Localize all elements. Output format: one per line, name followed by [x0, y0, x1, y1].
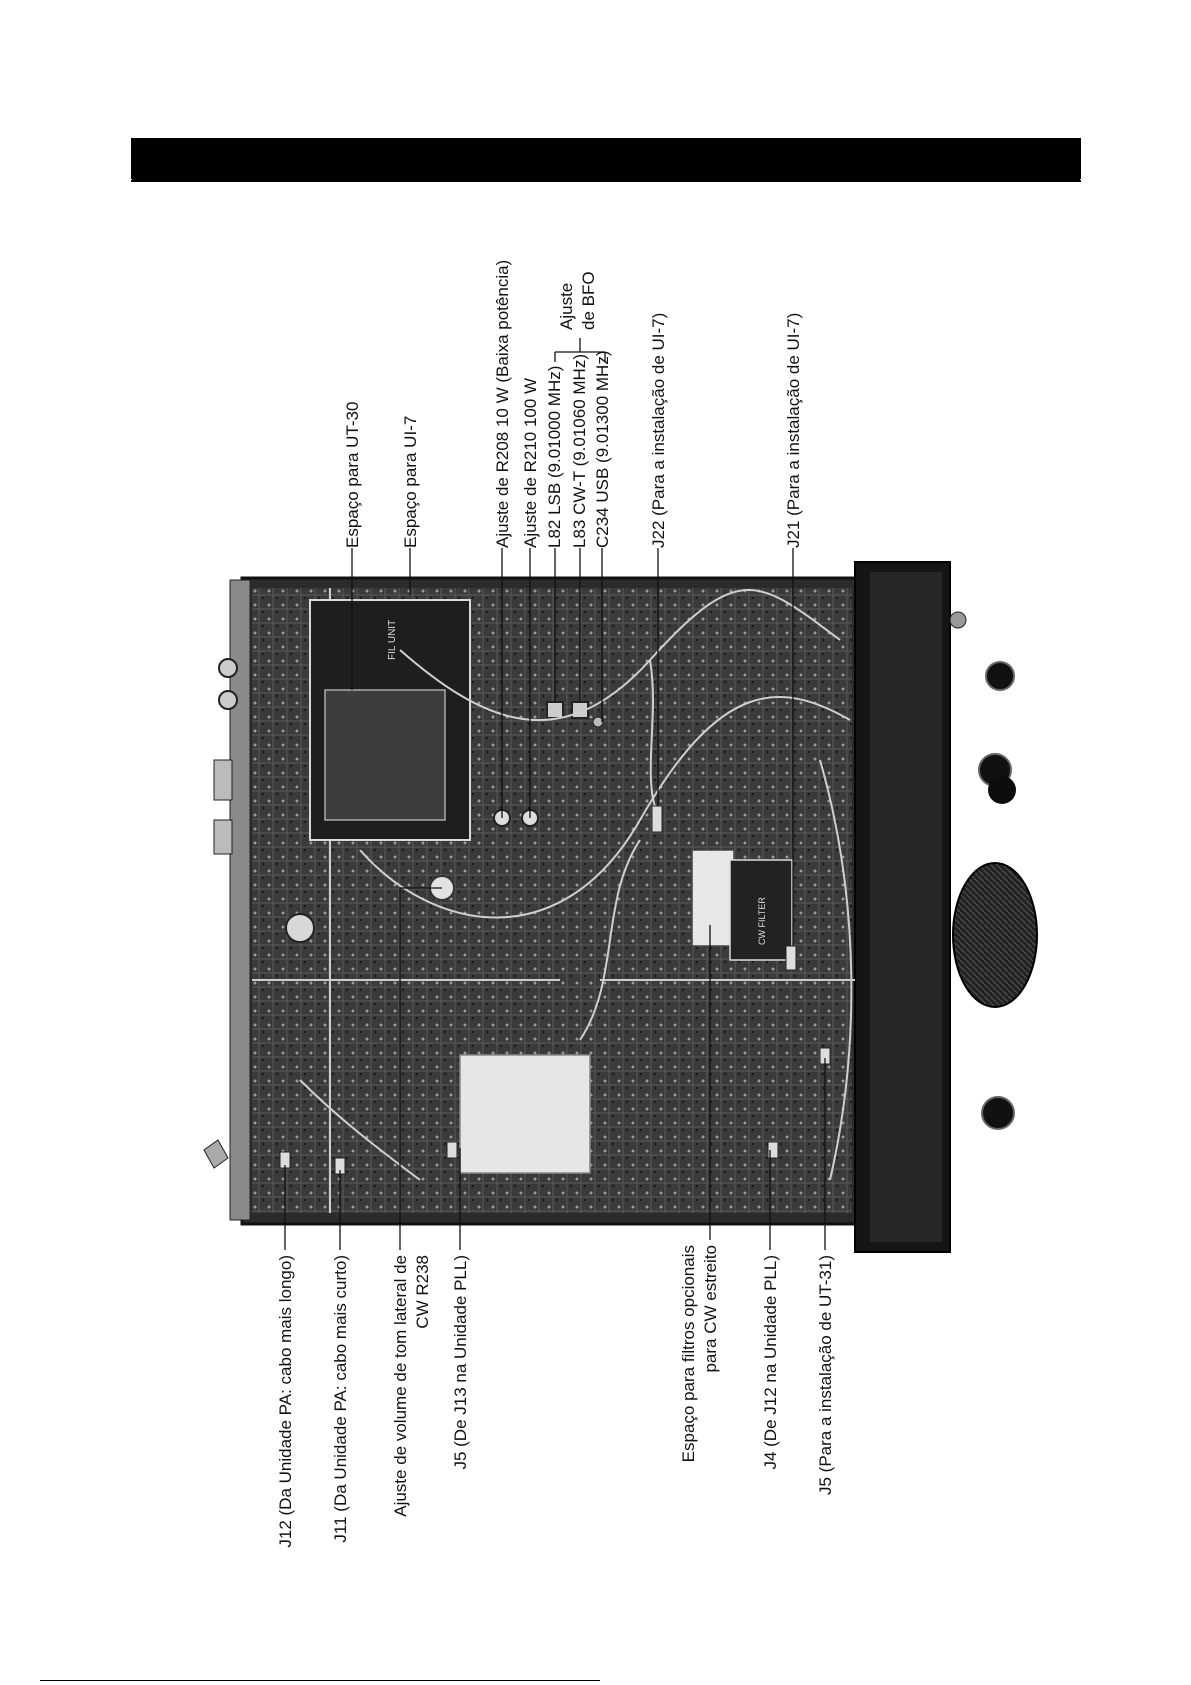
j21-connector-icon	[785, 945, 797, 971]
c234-trimmer-icon	[592, 716, 604, 728]
label-ui7-space: Espaço para UI-7	[401, 416, 420, 548]
label-cw-filter-line2: para CW estreito	[701, 1245, 720, 1373]
front-knob-top-icon	[985, 661, 1015, 691]
label-bfo-line1: Ajuste	[557, 283, 576, 330]
label-j5-ut31: J5 (Para a instalação de UT-31)	[816, 1255, 835, 1495]
top-leader-lines	[351, 338, 794, 946]
bottom-leader-lines	[284, 887, 826, 1250]
label-r238-line2: CW R238	[413, 1255, 432, 1329]
chassis-photo: FIL UNIT CW FILTER	[203, 561, 1038, 1253]
label-j4: J4 (De J12 na Unidade PLL)	[761, 1255, 780, 1470]
label-j11: J11 (Da Unidade PA: cabo mais curto)	[331, 1255, 350, 1543]
section-header-bar	[131, 138, 1081, 179]
footer-rule	[40, 1680, 600, 1681]
label-j21: J21 (Para a instalação de UI-7)	[784, 313, 803, 548]
rear-connectors	[203, 658, 238, 1169]
label-bfo-line2: de BFO	[579, 271, 598, 330]
shield-cover	[459, 1054, 591, 1174]
label-cw-filter-line1: Espaço para filtros opcionais	[679, 1245, 698, 1462]
svg-text:FIL UNIT: FIL UNIT	[387, 620, 398, 660]
front-knob-bottom-icon	[981, 1096, 1015, 1130]
fil-unit-module: FIL UNIT	[309, 599, 471, 841]
svg-text:CW FILTER: CW FILTER	[757, 897, 767, 945]
j5-pll-connector-icon	[446, 1141, 458, 1159]
label-c234: C234 USB (9.01300 MHz)	[593, 351, 612, 548]
label-j22: J22 (Para a instalação de UI-7)	[649, 313, 668, 548]
main-tuning-knob-icon	[952, 862, 1038, 1008]
label-l82: L82 LSB (9.01000 MHz)	[545, 366, 564, 548]
front-panel	[854, 561, 1038, 1253]
j4-connector-icon	[767, 1141, 779, 1159]
label-j5-pll: J5 (De J13 na Unidade PLL)	[451, 1255, 470, 1470]
label-r238-line1: Ajuste de volume de tom lateral de	[391, 1255, 410, 1517]
bottom-labels: J12 (Da Unidade PA: cabo mais longo) J11…	[276, 1245, 835, 1548]
top-labels: Espaço para UT-30 Espaço para UI-7 Ajust…	[343, 260, 803, 548]
label-ut30-space: Espaço para UT-30	[343, 402, 362, 548]
label-j12: J12 (Da Unidade PA: cabo mais longo)	[276, 1255, 295, 1548]
wiring-harness	[299, 589, 853, 1181]
header-underline	[131, 180, 1081, 182]
label-r208: Ajuste de R208 10 W (Baixa potência)	[493, 260, 512, 548]
l82-coil-icon	[546, 701, 564, 719]
cw-filter-area: CW FILTER	[691, 849, 793, 961]
label-l83: L83 CW-T (9.01060 MHz)	[570, 354, 589, 548]
large-capacitor-icon	[285, 913, 315, 943]
label-r210: Ajuste de R210 100 W	[521, 378, 540, 548]
j22-connector-icon	[651, 805, 663, 833]
